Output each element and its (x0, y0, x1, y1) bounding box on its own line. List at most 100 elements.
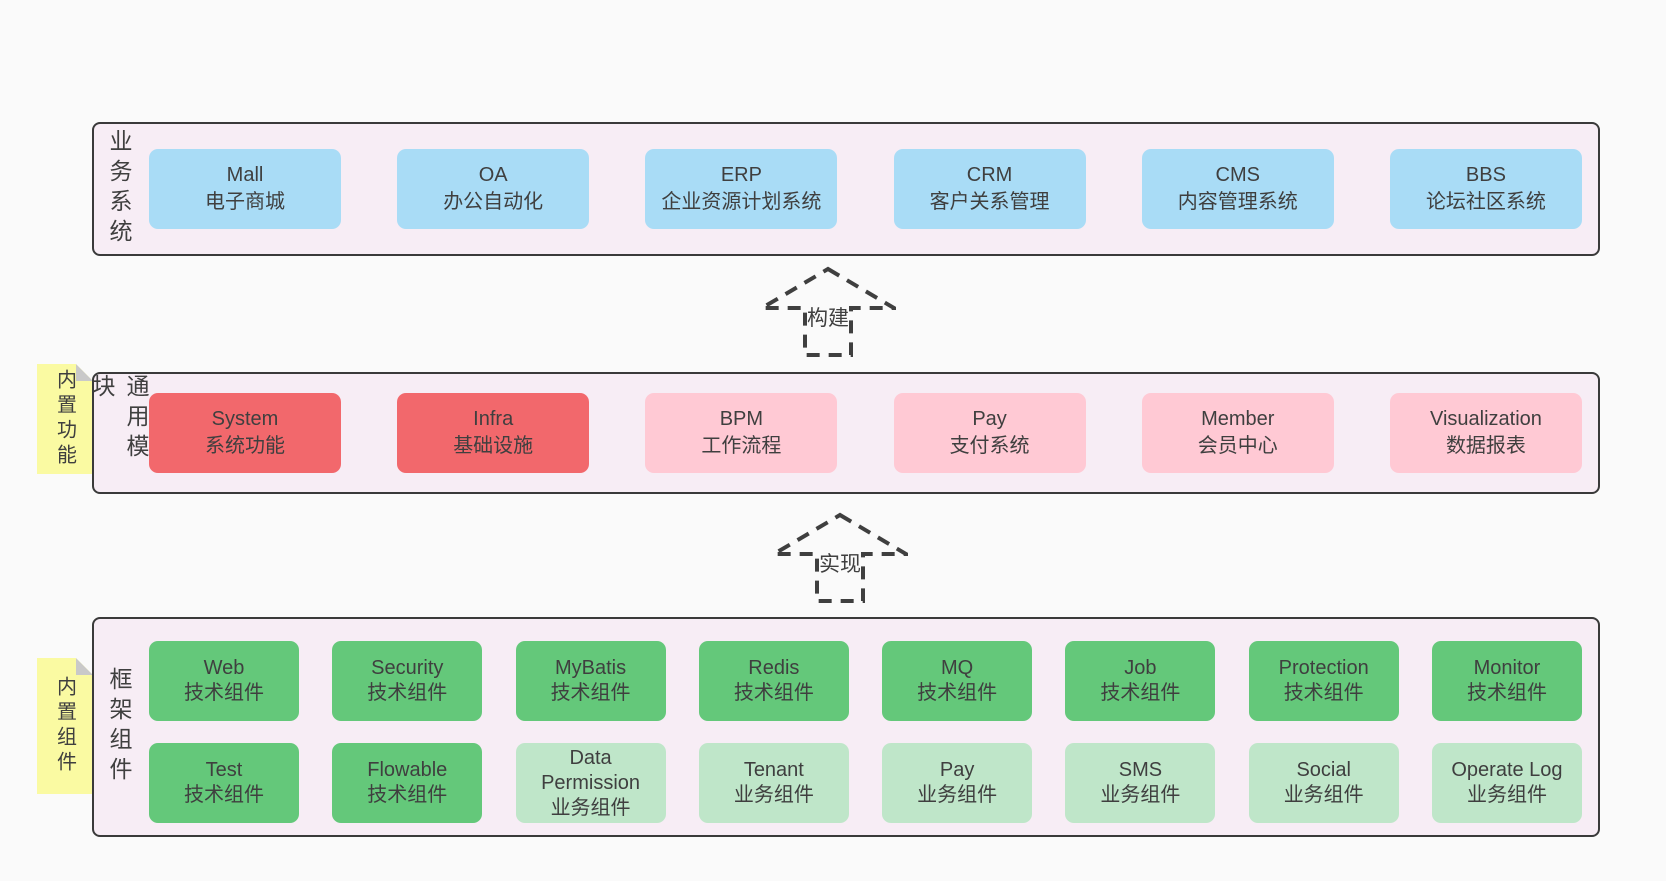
box-pay-component: Pay 业务组件 (882, 743, 1033, 823)
box-title: Test (205, 759, 243, 781)
box-subtitle: 业务组件 (1283, 784, 1364, 806)
box-title: Mall (226, 164, 264, 186)
box-subtitle: 技术组件 (1100, 682, 1181, 704)
box-web: Web 技术组件 (149, 641, 299, 721)
box-bbs: BBS 论坛社区系统 (1389, 149, 1582, 229)
framework-row-1: Web 技术组件 Security 技术组件 MyBatis 技术组件 Redi… (149, 641, 1582, 721)
box-subtitle: 技术组件 (184, 682, 264, 704)
box-subtitle: 客户关系管理 (929, 191, 1050, 213)
box-subtitle: 办公自动化 (443, 191, 544, 213)
box-title: BPM (719, 408, 764, 430)
box-title: SMS (1118, 759, 1163, 781)
box-oa: OA 办公自动化 (397, 149, 590, 229)
box-title: Job (1124, 657, 1157, 679)
box-title: Flowable (367, 759, 448, 781)
business-systems-title: 业务系统 (94, 124, 144, 254)
box-mall: Mall 电子商城 (149, 149, 341, 229)
framework-row-2: Test 技术组件 Flowable 技术组件 Data Permission … (149, 743, 1582, 823)
box-title: MyBatis (555, 657, 627, 679)
box-title: Member (1201, 408, 1275, 430)
box-redis: Redis 技术组件 (698, 641, 849, 721)
box-subtitle: 业务组件 (917, 784, 998, 806)
box-title: MQ (941, 657, 974, 679)
box-title: Security (371, 657, 444, 679)
box-subtitle: 企业资源计划系统 (661, 191, 822, 213)
box-operate-log: Operate Log 业务组件 (1431, 743, 1582, 823)
box-title: Pay (939, 759, 975, 781)
box-crm: CRM 客户关系管理 (893, 149, 1086, 229)
box-title: ERP (720, 164, 762, 186)
build-arrow: 构建 (760, 266, 896, 358)
box-subtitle: 技术组件 (1466, 682, 1547, 704)
box-job: Job 技术组件 (1065, 641, 1216, 721)
box-title: Social (1296, 759, 1351, 781)
box-system: System 系统功能 (149, 393, 341, 473)
box-monitor: Monitor 技术组件 (1431, 641, 1582, 721)
box-subtitle: 业务组件 (1100, 784, 1181, 806)
box-sms: SMS 业务组件 (1065, 743, 1216, 823)
note-text: 内置组件 (53, 676, 76, 776)
build-arrow-label: 构建 (807, 307, 849, 330)
note-text: 内置功能 (53, 369, 76, 469)
box-title: Monitor (1473, 657, 1541, 679)
box-infra: Infra 基础设施 (397, 393, 590, 473)
box-title: BBS (1465, 164, 1506, 186)
box-mq: MQ 技术组件 (882, 641, 1033, 721)
box-title: Pay (972, 408, 1007, 430)
up-arrow-icon (772, 512, 908, 603)
builtin-features-note: 内置功能 (37, 364, 93, 474)
box-subtitle: 支付系统 (949, 435, 1030, 457)
business-systems-panel: 业务系统 Mall 电子商城 OA 办公自动化 ERP 企业资源计划系统 CRM… (92, 122, 1600, 256)
implement-arrow-label: 实现 (819, 553, 861, 576)
up-arrow-icon (760, 266, 896, 357)
box-title: Web (203, 657, 245, 679)
box-title: Data Permission (541, 746, 641, 794)
box-security: Security 技术组件 (332, 641, 483, 721)
box-data-permission: Data Permission 业务组件 (515, 743, 666, 823)
box-subtitle: 系统功能 (205, 435, 285, 457)
panel-title-text: 框架组件 (106, 667, 132, 787)
box-subtitle: 论坛社区系统 (1425, 191, 1546, 213)
box-subtitle: 技术组件 (184, 784, 264, 806)
box-title: OA (478, 164, 508, 186)
panel-title-text: 通用模块 (89, 374, 149, 464)
panel-title-text: 业务系统 (106, 129, 132, 249)
builtin-components-note: 内置组件 (37, 658, 93, 794)
box-title: Visualization (1429, 408, 1542, 430)
box-subtitle: 基础设施 (453, 435, 534, 457)
box-subtitle: 会员中心 (1197, 435, 1278, 457)
box-flowable: Flowable 技术组件 (332, 743, 483, 823)
box-title: CRM (966, 164, 1013, 186)
box-protection: Protection 技术组件 (1248, 641, 1399, 721)
box-subtitle: 技术组件 (367, 784, 448, 806)
common-modules-title: 通用模块 (89, 374, 149, 492)
common-modules-panel: 通用模块 System 系统功能 Infra 基础设施 BPM 工作流程 Pay… (89, 372, 1600, 494)
box-subtitle: 技术组件 (367, 682, 448, 704)
box-subtitle: 内容管理系统 (1177, 191, 1298, 213)
box-mybatis: MyBatis 技术组件 (515, 641, 666, 721)
box-bpm: BPM 工作流程 (645, 393, 838, 473)
box-subtitle: 技术组件 (733, 682, 814, 704)
box-erp: ERP 企业资源计划系统 (645, 149, 838, 229)
box-subtitle: 业务组件 (1466, 784, 1547, 806)
box-title: Operate Log (1451, 759, 1563, 781)
box-title: System (211, 408, 279, 430)
box-member: Member 会员中心 (1141, 393, 1334, 473)
box-title: CMS (1215, 164, 1260, 186)
box-cms: CMS 内容管理系统 (1141, 149, 1334, 229)
box-subtitle: 技术组件 (1283, 682, 1364, 704)
box-title: Tenant (743, 759, 804, 781)
box-title: Infra (473, 408, 514, 430)
box-subtitle: 工作流程 (701, 435, 782, 457)
box-title: Redis (748, 657, 800, 679)
framework-components-panel: 框架组件 Web 技术组件 Security 技术组件 MyBatis 技术组件… (92, 617, 1600, 837)
box-subtitle: 业务组件 (733, 784, 814, 806)
business-systems-row: Mall 电子商城 OA 办公自动化 ERP 企业资源计划系统 CRM 客户关系… (149, 149, 1582, 229)
implement-arrow: 实现 (772, 512, 908, 604)
box-social: Social 业务组件 (1248, 743, 1399, 823)
box-subtitle: 业务组件 (550, 796, 631, 819)
box-title: Protection (1278, 657, 1369, 679)
box-test: Test 技术组件 (149, 743, 299, 823)
box-subtitle: 电子商城 (205, 191, 285, 213)
